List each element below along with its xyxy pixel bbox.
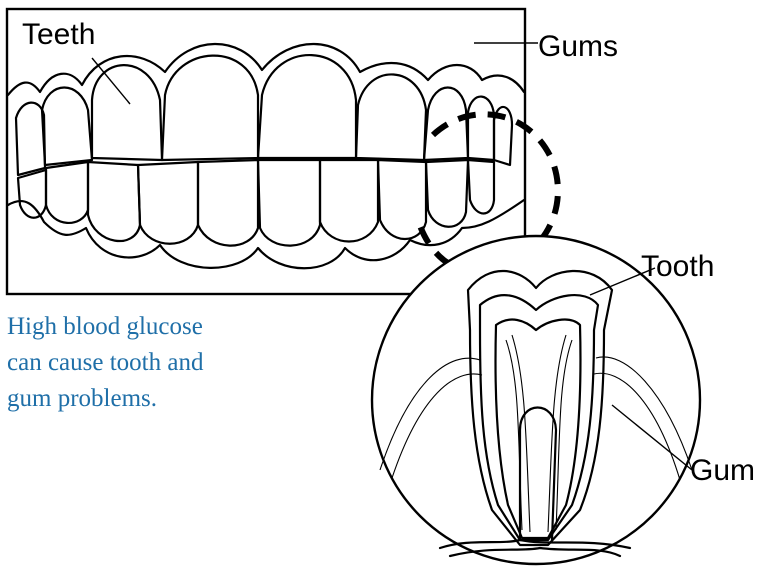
teeth-panel-frame — [7, 9, 525, 294]
caption-line-2: can cause tooth and — [7, 349, 204, 376]
magnified-circle — [372, 236, 700, 564]
caption-line-3: gum problems. — [7, 385, 157, 412]
caption-line-1: High blood glucose — [7, 313, 203, 340]
gums-label: Gums — [538, 30, 618, 63]
caption: High blood glucose can cause tooth and g… — [7, 313, 204, 412]
tooth-label: Tooth — [641, 250, 714, 283]
teeth-label: Teeth — [22, 18, 95, 51]
gum-label: Gum — [690, 454, 755, 487]
